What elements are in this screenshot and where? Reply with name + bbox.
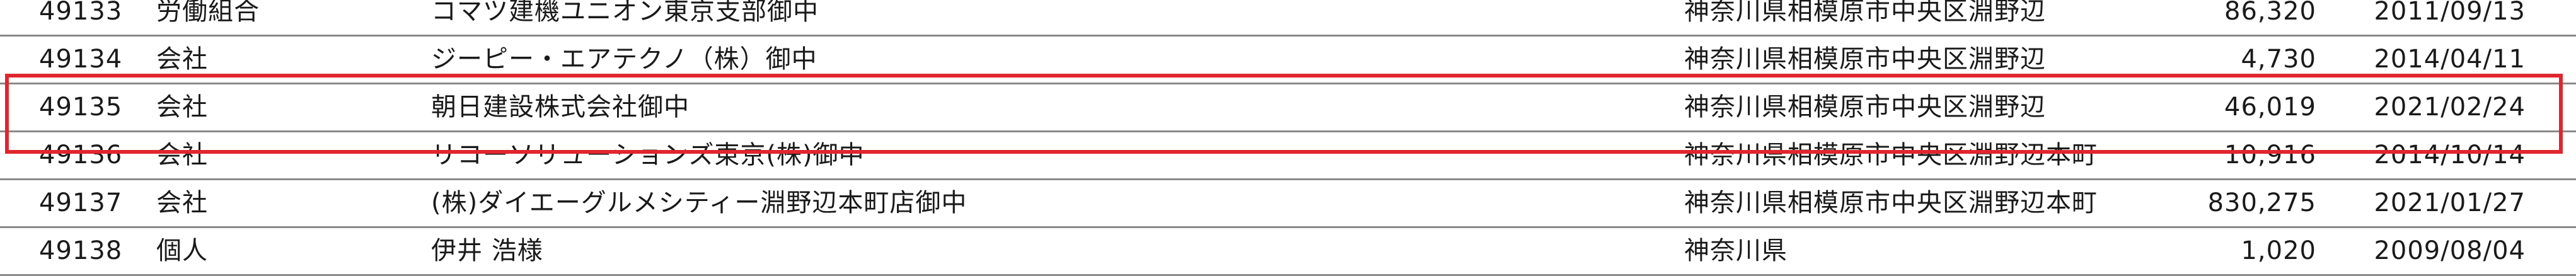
record-type: 会社: [156, 188, 208, 217]
record-address: 神奈川県相模原市中央区淵野辺本町: [1684, 141, 2098, 170]
record-name: コマツ建機ユニオン東京支部御中: [431, 0, 819, 26]
table-row[interactable]: 49138 個人 伊井 浩様 神奈川県 1,020 2009/08/04: [0, 228, 2576, 276]
record-amount: 86,320: [2224, 0, 2316, 26]
record-amount: 4,730: [2241, 45, 2316, 74]
record-date: 2009/08/04: [2374, 236, 2526, 265]
record-id: 49135: [39, 93, 123, 122]
record-amount: 46,019: [2224, 93, 2316, 122]
table-row[interactable]: 49137 会社 (株)ダイエーグルメシティー淵野辺本町店御中 神奈川県相模原市…: [0, 180, 2576, 228]
record-id: 49134: [39, 45, 123, 74]
record-date: 2021/02/24: [2374, 93, 2526, 122]
record-type: 会社: [156, 93, 208, 122]
record-id: 49138: [39, 236, 123, 265]
record-date: 2021/01/27: [2374, 188, 2526, 217]
table-row[interactable]: 49134 会社 ジーピー・エアテクノ（株）御中 神奈川県相模原市中央区淵野辺 …: [0, 37, 2576, 84]
record-amount: 10,916: [2224, 141, 2316, 170]
record-amount: 830,275: [2207, 188, 2316, 217]
record-id: 49136: [39, 141, 123, 170]
record-date: 2014/04/11: [2374, 45, 2526, 74]
record-type: 個人: [156, 236, 208, 265]
record-address: 神奈川県: [1684, 236, 1788, 265]
record-address: 神奈川県相模原市中央区淵野辺: [1684, 0, 2046, 26]
record-address: 神奈川県相模原市中央区淵野辺: [1684, 45, 2046, 74]
record-date: 2014/10/14: [2374, 141, 2526, 170]
record-date: 2011/09/13: [2374, 0, 2526, 26]
record-name: 伊井 浩様: [431, 236, 543, 265]
record-address: 神奈川県相模原市中央区淵野辺: [1684, 93, 2046, 122]
record-type: 会社: [156, 45, 208, 74]
record-name: リコーソリューションズ東京(株)御中: [431, 141, 865, 170]
record-name: ジーピー・エアテクノ（株）御中: [431, 45, 817, 74]
table-row-selected[interactable]: 49135 会社 朝日建設株式会社御中 神奈川県相模原市中央区淵野辺 46,01…: [0, 84, 2576, 132]
record-name: (株)ダイエーグルメシティー淵野辺本町店御中: [431, 188, 967, 217]
record-id: 49133: [39, 0, 123, 26]
record-id: 49137: [39, 188, 123, 217]
record-address: 神奈川県相模原市中央区淵野辺本町: [1684, 188, 2098, 217]
record-amount: 1,020: [2241, 236, 2316, 265]
table-row[interactable]: 49133 労働組合 コマツ建機ユニオン東京支部御中 神奈川県相模原市中央区淵野…: [0, 0, 2576, 37]
record-type: 労働組合: [156, 0, 260, 26]
table-row[interactable]: 49136 会社 リコーソリューションズ東京(株)御中 神奈川県相模原市中央区淵…: [0, 132, 2576, 180]
record-type: 会社: [156, 141, 208, 170]
record-name: 朝日建設株式会社御中: [431, 93, 690, 122]
